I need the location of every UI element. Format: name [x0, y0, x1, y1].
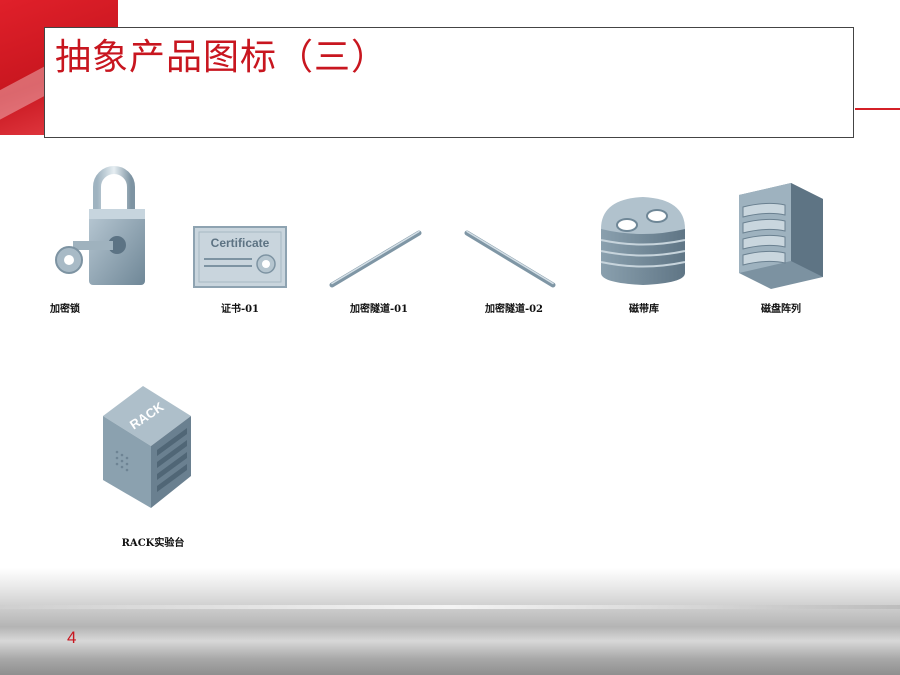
icon-label-disk-array: 磁盘阵列 [761, 304, 801, 315]
icon-item-certificate: Certificate 证书-01 [190, 165, 320, 315]
icon-item-tape-library: 磁带库 [597, 165, 727, 315]
icon-label-tunnel-02: 加密隧道-02 [484, 304, 544, 315]
decorative-red-line [855, 108, 900, 110]
certificate-icon: Certificate [193, 226, 287, 288]
padlock-key-icon [55, 166, 145, 285]
tunnel-rod-icon [329, 230, 422, 288]
page-title: 抽象产品图标（三） [55, 37, 389, 78]
icon-label-tunnel-01: 加密隧道-01 [349, 304, 409, 315]
icon-label-tape-library: 磁带库 [629, 304, 659, 315]
tape-library-icon [600, 197, 686, 285]
icon-label-lock: 加密锁 [50, 304, 80, 315]
tunnel-rod-icon [464, 230, 556, 288]
icon-label-rack: RACK实验台 [121, 538, 185, 549]
icon-item-tunnel-02: 加密隧道-02 [460, 165, 590, 315]
page-number: 4 [67, 628, 77, 647]
icon-item-tunnel-01: 加密隧道-01 [325, 165, 455, 315]
title-box: 抽象产品图标（三） [44, 27, 854, 138]
certificate-text: Certificate [211, 236, 270, 250]
icon-item-disk-array: 磁盘阵列 [733, 165, 863, 315]
disk-array-icon [739, 183, 823, 289]
icon-item-rack: RACK RACK实验台 [95, 380, 225, 549]
footer-band [0, 568, 900, 675]
rack-server-icon: RACK [103, 386, 191, 508]
icon-label-certificate: 证书-01 [220, 304, 260, 315]
icon-item-lock: 加密锁 [37, 165, 167, 315]
